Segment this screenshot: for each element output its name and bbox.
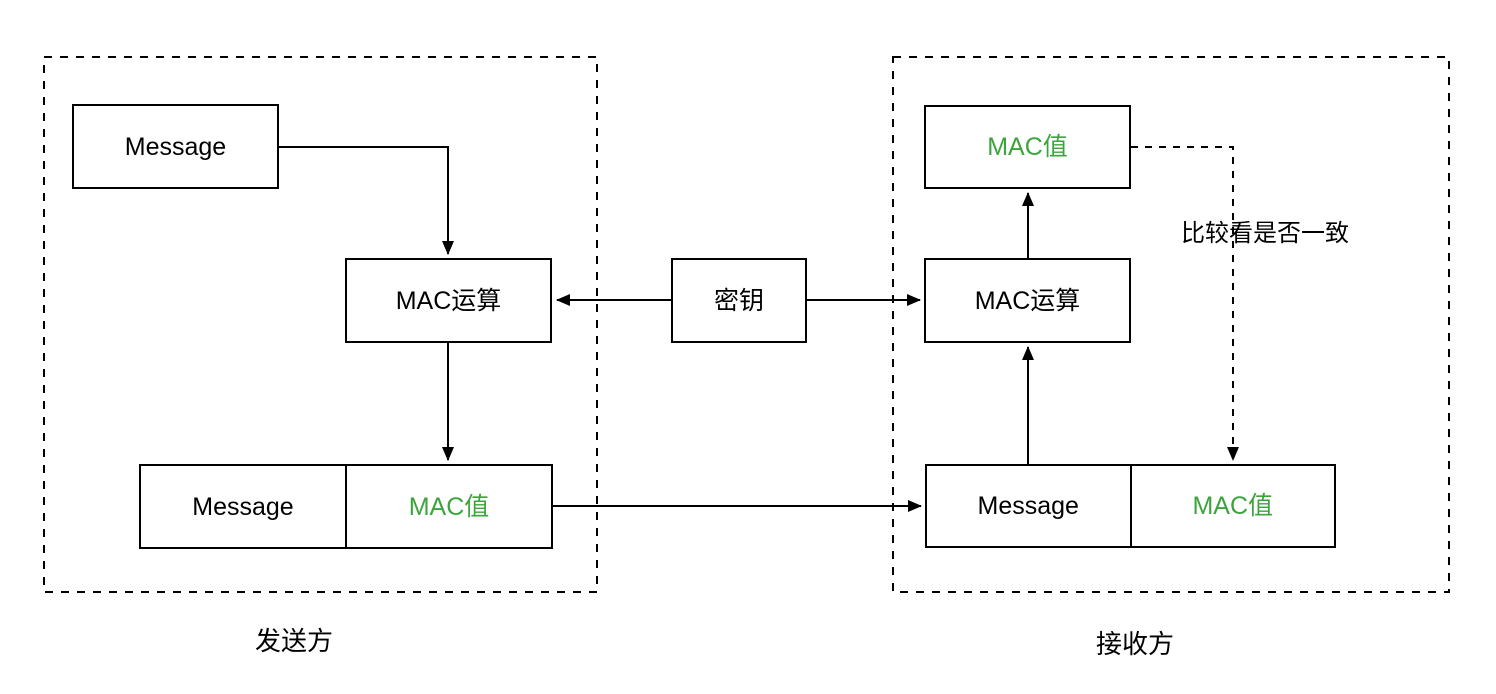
sender-region-border (43, 56, 598, 593)
receiver-mac-value-box: MAC值 (924, 105, 1131, 189)
key-box-label: 密钥 (713, 286, 764, 315)
sender-region-label: 发送方 (254, 626, 333, 656)
sender-combined-mac-value-label: MAC值 (408, 492, 490, 521)
receiver-combined-message-cell: Message (927, 466, 1130, 546)
receiver-combined-mac-value-label: MAC值 (1192, 492, 1274, 520)
sender-combined-message-cell: Message (141, 466, 345, 547)
compare-note: 比较看是否一致 (1181, 220, 1349, 247)
key-box: 密钥 (671, 258, 807, 343)
receiver-mac-value-label: MAC值 (987, 133, 1068, 161)
sender-mac-operation-box: MAC运算 (345, 258, 552, 343)
receiver-mac-operation-box: MAC运算 (924, 258, 1131, 343)
connector-sender-message-to-mac-op (279, 146, 454, 255)
receiver-region-border (892, 56, 1450, 593)
sender-combined-message-label: Message (192, 492, 294, 521)
receiver-combined-box: Message MAC值 (925, 464, 1336, 548)
sender-message-box: Message (72, 104, 279, 189)
sender-combined-mac-value-cell: MAC值 (345, 466, 551, 547)
receiver-combined-message-label: Message (977, 492, 1079, 520)
connector-compare-mac-values (1131, 146, 1239, 461)
receiver-mac-operation-label: MAC运算 (974, 286, 1081, 315)
receiver-combined-mac-value-cell: MAC值 (1129, 466, 1335, 546)
sender-combined-box: Message MAC值 (139, 464, 553, 549)
sender-mac-operation-label: MAC运算 (395, 286, 502, 315)
sender-message-box-label: Message (124, 132, 227, 161)
receiver-region-label: 接收方 (1095, 629, 1174, 659)
